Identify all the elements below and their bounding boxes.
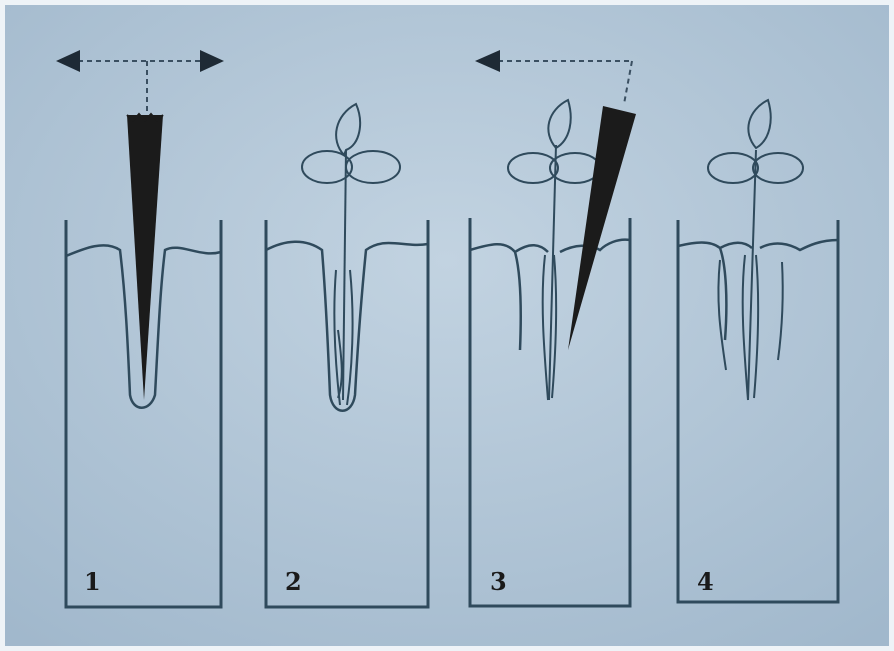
- panel-number-2: 2: [285, 567, 302, 596]
- panel-number-1: 1: [84, 567, 101, 596]
- panel-number-3: 3: [490, 567, 507, 596]
- panel-number-4: 4: [697, 567, 714, 596]
